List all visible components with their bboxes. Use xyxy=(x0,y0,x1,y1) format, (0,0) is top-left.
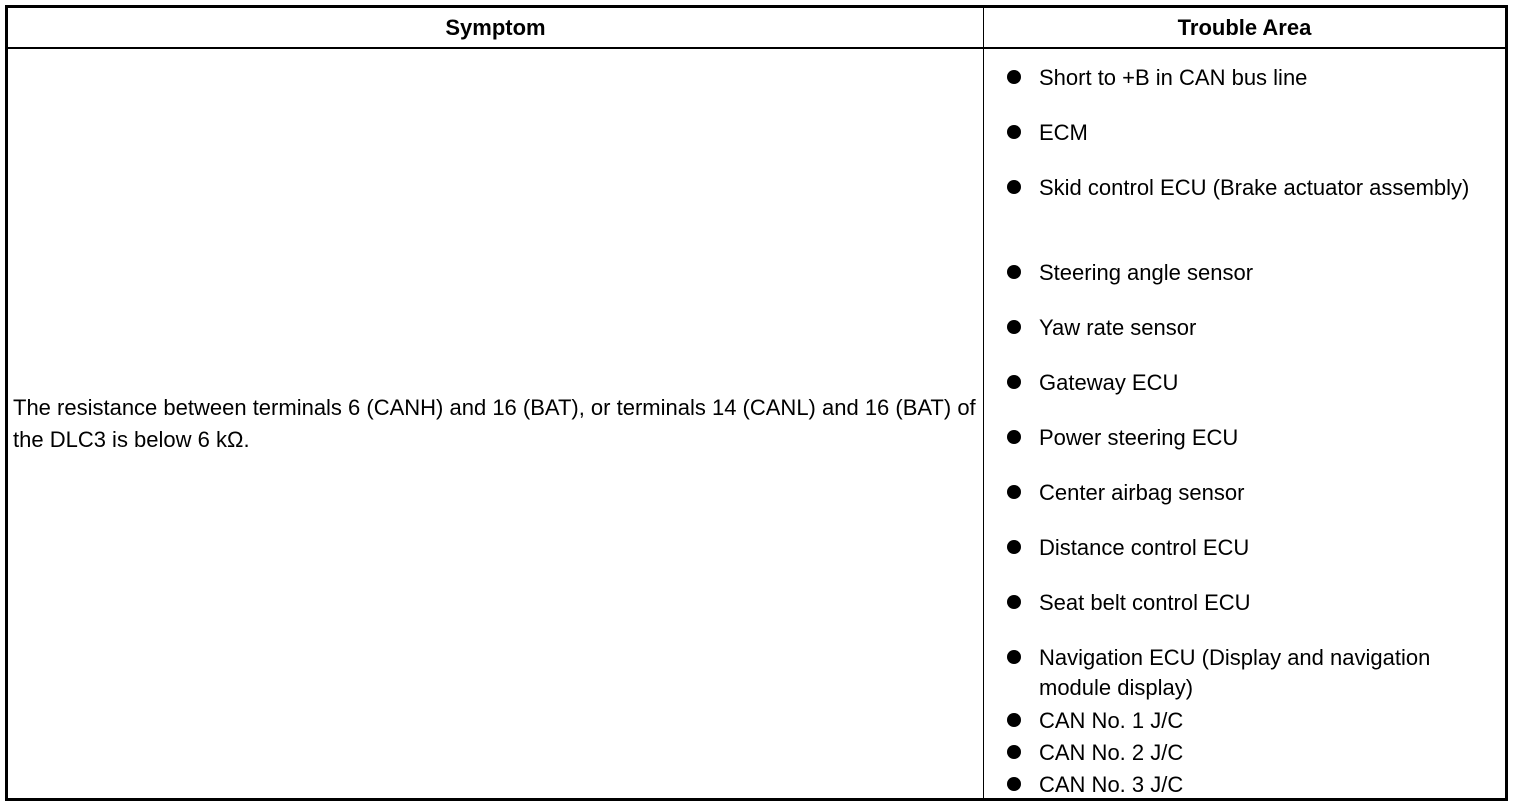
bullet-icon xyxy=(1007,180,1021,194)
trouble-area-item-text: Distance control ECU xyxy=(1039,535,1250,560)
trouble-area-cell: Short to +B in CAN bus line ECM Skid con… xyxy=(984,49,1505,798)
symptom-cell: The resistance between terminals 6 (CANH… xyxy=(8,49,983,798)
bullet-icon xyxy=(1007,650,1021,664)
trouble-area-item-text: Gateway ECU xyxy=(1039,370,1179,395)
bullet-icon xyxy=(1007,70,1021,84)
trouble-area-item-text: CAN No. 1 J/C xyxy=(1039,708,1184,733)
bullet-icon xyxy=(1007,320,1021,334)
trouble-table: Symptom Trouble Area The resistance betw… xyxy=(5,5,1508,801)
trouble-area-item-text: CAN No. 2 J/C xyxy=(1039,740,1184,765)
bullet-icon xyxy=(1007,777,1021,791)
trouble-area-item-text: Yaw rate sensor xyxy=(1039,315,1197,340)
trouble-area-item-text: Center airbag sensor xyxy=(1039,480,1245,505)
trouble-area-item-text: Seat belt control ECU xyxy=(1039,590,1251,615)
trouble-area-item-text: Skid control ECU (Brake actuator assembl… xyxy=(1039,175,1470,200)
trouble-area-item-text: Power steering ECU xyxy=(1039,425,1239,450)
trouble-area-item-text: Short to +B in CAN bus line xyxy=(1039,65,1308,90)
bullet-icon xyxy=(1007,745,1021,759)
symptom-text: The resistance between terminals 6 (CANH… xyxy=(13,394,976,452)
trouble-area-item-text: Navigation ECU (Display and navigation m… xyxy=(1039,645,1431,700)
bullet-icon xyxy=(1007,375,1021,389)
bullet-icon xyxy=(1007,485,1021,499)
table-header-row: Symptom Trouble Area xyxy=(8,8,1505,49)
trouble-area-item-text: CAN No. 3 J/C xyxy=(1039,772,1184,797)
bullet-icon xyxy=(1007,595,1021,609)
column-divider xyxy=(983,8,984,798)
trouble-area-item-text: ECM xyxy=(1039,120,1088,145)
bullet-icon xyxy=(1007,430,1021,444)
trouble-area-item-text: Steering angle sensor xyxy=(1039,260,1254,285)
symptom-column-header: Symptom xyxy=(445,15,546,40)
bullet-icon xyxy=(1007,540,1021,554)
bullet-icon xyxy=(1007,713,1021,727)
bullet-icon xyxy=(1007,265,1021,279)
bullet-icon xyxy=(1007,125,1021,139)
trouble-area-column-header: Trouble Area xyxy=(1177,15,1312,40)
